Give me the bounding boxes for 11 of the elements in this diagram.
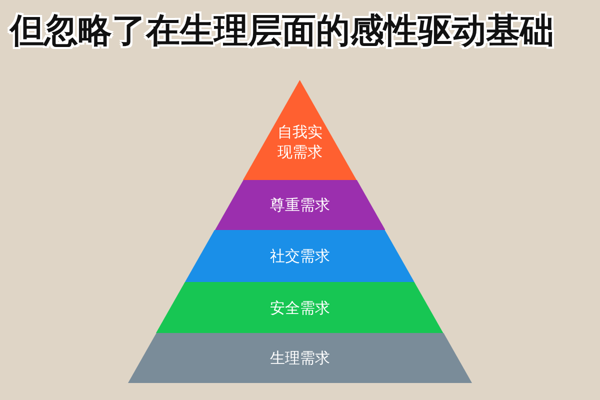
pyramid-level [243,80,357,180]
level-label: 生理需求 [270,348,330,368]
pyramid-level [128,333,472,383]
level-label: 自我实现需求 [276,122,324,162]
level-label: 社交需求 [270,246,330,266]
level-label: 尊重需求 [270,195,330,215]
pyramid-level [214,180,386,230]
pyramid-level [156,282,444,333]
level-label: 安全需求 [270,298,330,318]
title: 但忽略了在生理层面的感性驱动基础 [10,10,554,53]
pyramid-level [185,230,415,282]
